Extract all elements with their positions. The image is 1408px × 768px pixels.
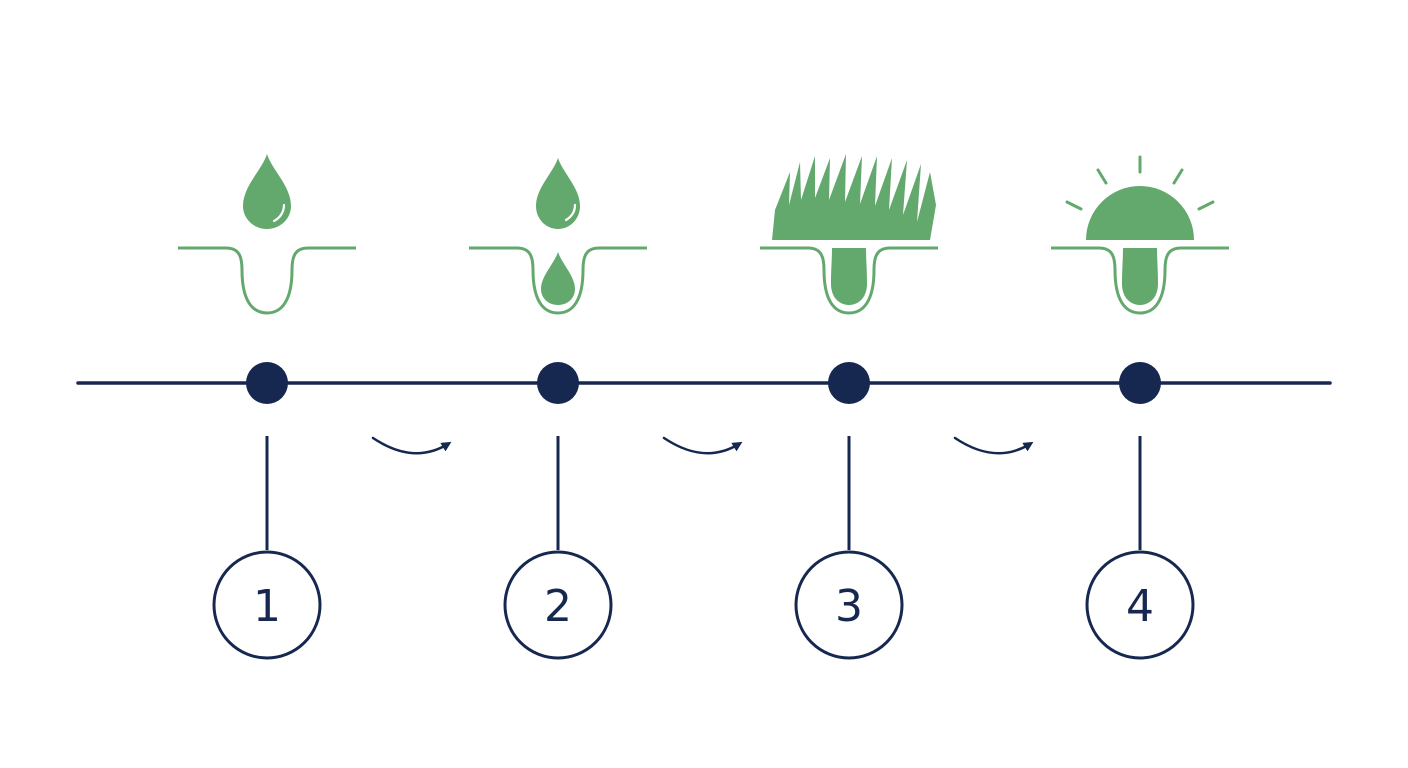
step-number-3: 3 bbox=[835, 581, 863, 632]
step-badge-1 bbox=[212, 550, 322, 660]
drop-entering-follicle-icon bbox=[469, 158, 647, 315]
step-2: 2 bbox=[469, 158, 647, 660]
curved-arrow-right-icon bbox=[662, 436, 743, 455]
step-3: 3 bbox=[760, 154, 938, 660]
water-drop-above-follicle-icon bbox=[178, 154, 356, 315]
step-badge-2 bbox=[503, 550, 613, 660]
curved-arrow-right-icon bbox=[371, 436, 452, 455]
step-4: 4 bbox=[1051, 155, 1229, 660]
step-1: 1 bbox=[178, 154, 356, 660]
step-number-1: 1 bbox=[253, 581, 281, 632]
curved-arrow-right-icon bbox=[953, 436, 1034, 455]
step-badge-4 bbox=[1085, 550, 1195, 660]
timeline-node-4 bbox=[1119, 362, 1161, 404]
timeline-node-1 bbox=[246, 362, 288, 404]
rising-sun-over-follicle-icon bbox=[1051, 155, 1229, 315]
step-number-2: 2 bbox=[544, 581, 572, 632]
timeline-node-3 bbox=[828, 362, 870, 404]
step-number-4: 4 bbox=[1126, 581, 1154, 632]
timeline-node-2 bbox=[537, 362, 579, 404]
hair-growth-icon bbox=[760, 154, 938, 315]
step-badge-3 bbox=[794, 550, 904, 660]
